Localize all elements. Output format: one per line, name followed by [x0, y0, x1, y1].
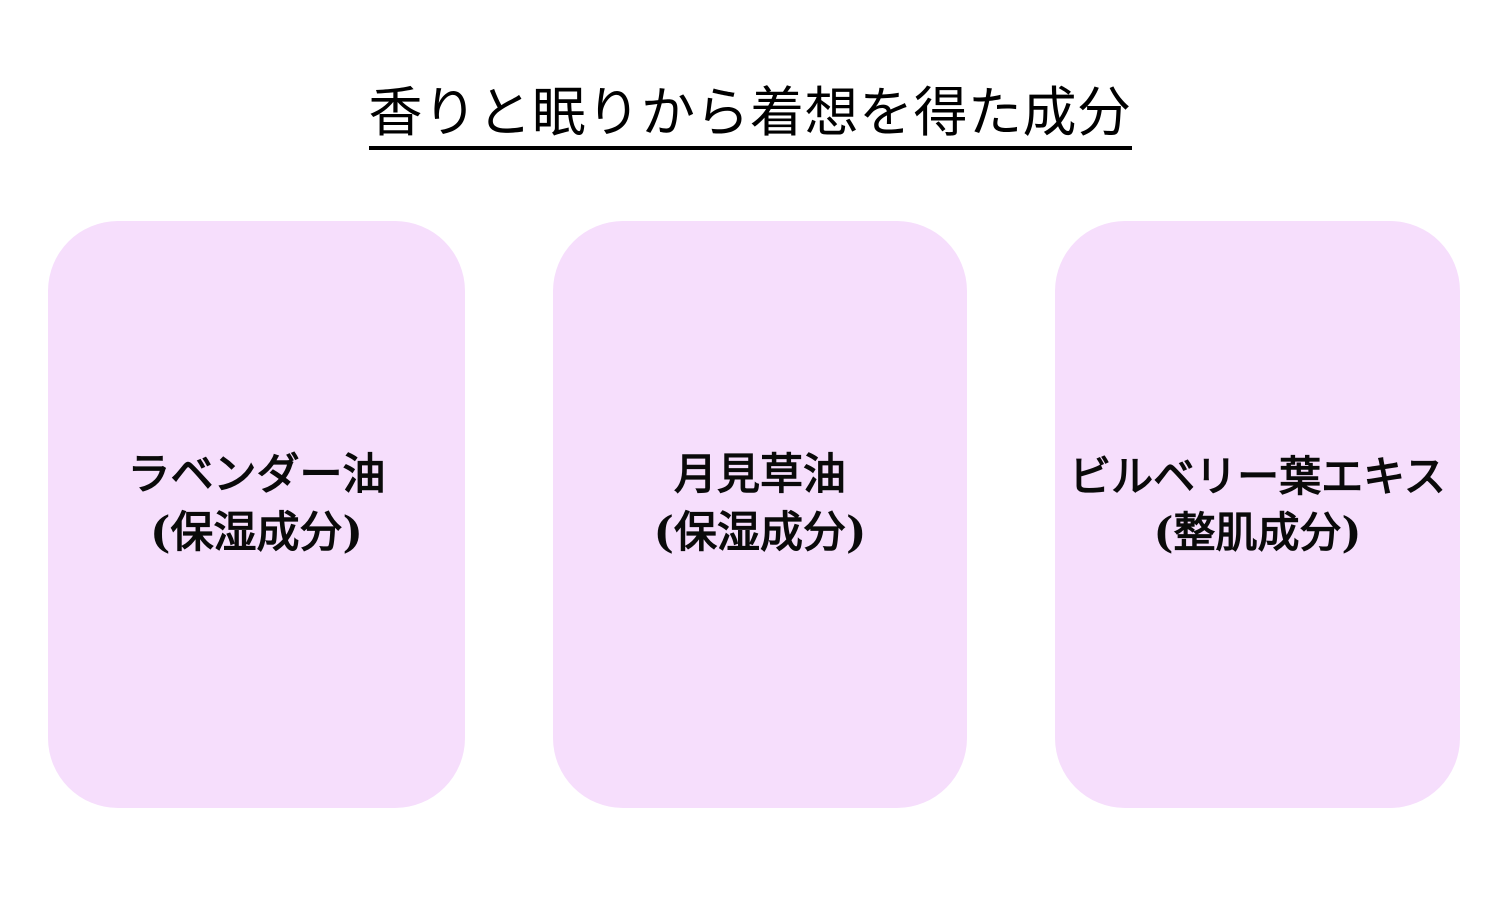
- ingredient-name: 月見草油: [674, 450, 846, 501]
- ingredient-name: ビルベリー葉エキス: [1069, 451, 1446, 501]
- ingredient-card-lavender-oil[interactable]: ラベンダー油 (保湿成分): [48, 221, 465, 808]
- ingredient-card-text: 月見草油 (保湿成分): [553, 447, 967, 561]
- ingredient-function: (整肌成分): [1153, 507, 1362, 557]
- ingredient-function: (保湿成分): [653, 507, 867, 558]
- ingredient-name: ラベンダー油: [127, 450, 386, 501]
- page-title: 香りと眠りから着想を得た成分: [368, 83, 1132, 151]
- ingredient-card-text: ビルベリー葉エキス (整肌成分): [1055, 449, 1460, 561]
- ingredient-card-evening-primrose-oil[interactable]: 月見草油 (保湿成分): [553, 221, 967, 808]
- page-title-container: 香りと眠りから着想を得た成分: [0, 83, 1500, 151]
- ingredient-function: (保湿成分): [150, 507, 363, 558]
- ingredient-card-bilberry-leaf-extract[interactable]: ビルベリー葉エキス (整肌成分): [1055, 221, 1460, 808]
- ingredient-card-text: ラベンダー油 (保湿成分): [48, 447, 465, 561]
